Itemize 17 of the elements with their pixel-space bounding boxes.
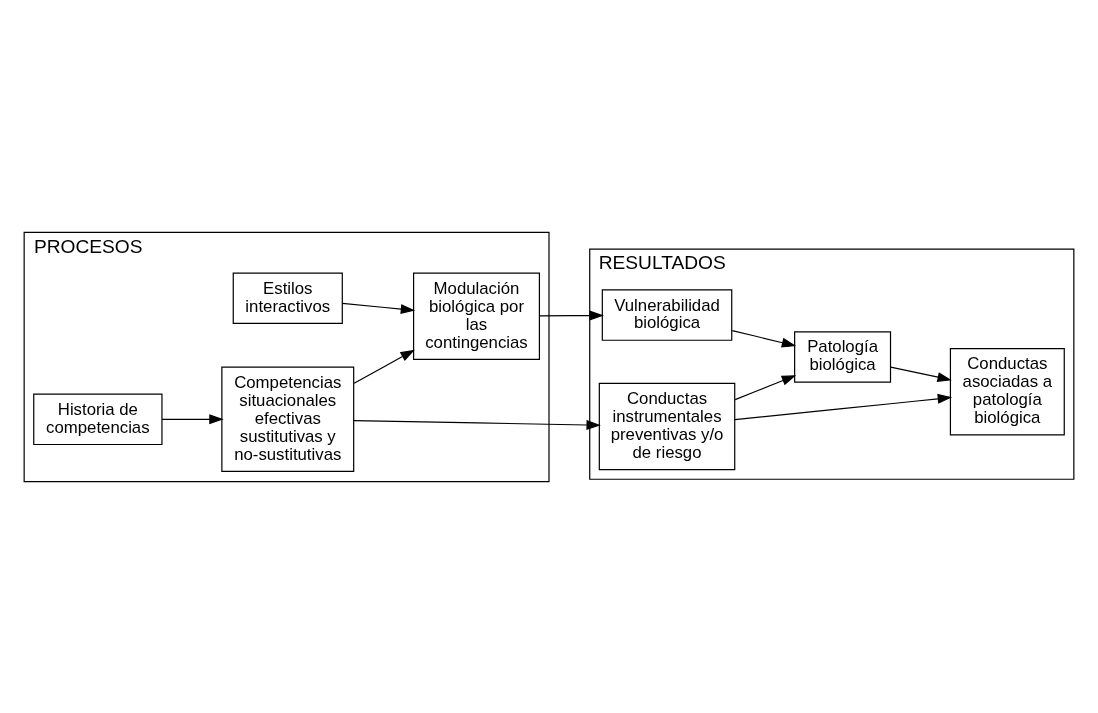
arrow bbox=[734, 374, 797, 400]
node-box: Patología biológica bbox=[794, 330, 892, 383]
arrow bbox=[890, 365, 952, 382]
arrow bbox=[734, 393, 953, 420]
node-box: Conductas asociadas a patología biológica bbox=[949, 347, 1065, 435]
arrow bbox=[731, 329, 797, 348]
arrow bbox=[539, 310, 604, 321]
node-box: Historia de competencias bbox=[33, 393, 163, 445]
node-box: Estilos interactivos bbox=[232, 272, 343, 324]
node-box: Vulnerabilidad biológica bbox=[601, 288, 733, 341]
node-box: Modulación biológica por las contingencias bbox=[413, 272, 540, 360]
arrow bbox=[353, 419, 601, 430]
arrow bbox=[161, 413, 224, 424]
arrow bbox=[353, 349, 415, 384]
arrow bbox=[341, 302, 416, 314]
node-box: Competencias situacionales efectivas sustitutivas y no-sustitutivas bbox=[221, 366, 355, 472]
node-box: Conductas instrumentales preventivas y/o de riesgo bbox=[598, 382, 736, 470]
